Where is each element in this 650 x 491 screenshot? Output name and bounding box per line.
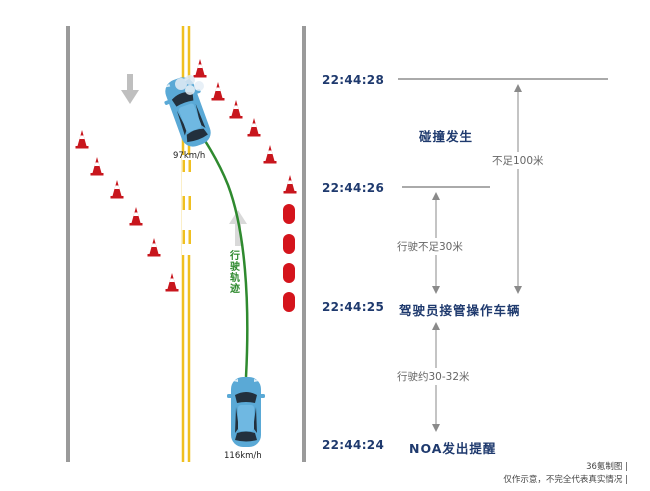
crash-burst-icon <box>175 75 204 95</box>
traffic-cone-icon <box>75 130 89 149</box>
traffic-cone-icon <box>110 180 124 199</box>
traffic-cone-icon <box>165 273 179 292</box>
disclaimer-label: 仅作示意，不完全代表真实情况 | <box>503 475 628 485</box>
time-label: 22:44:25 <box>322 300 385 314</box>
traffic-cone-icon <box>193 59 207 78</box>
distance-label: 不足100米 <box>492 152 544 169</box>
event-takeover: 驾驶员接管操作车辆 <box>399 303 521 318</box>
traffic-cone-icon <box>263 145 277 164</box>
event-collision: 碰撞发生 <box>419 129 474 144</box>
car-icon <box>227 377 265 447</box>
traffic-cone-icon <box>129 207 143 226</box>
distance-label: 行驶约30-32米 <box>397 368 470 385</box>
barrier-icon <box>283 292 295 312</box>
traffic-cone-icon <box>211 82 225 101</box>
time-label: 22:44:26 <box>322 181 385 195</box>
speed-label: 116km/h <box>224 451 262 461</box>
arrow-down-icon <box>121 74 139 104</box>
event-noa-alert: NOA发出提醒 <box>409 441 497 456</box>
barrier-icon <box>283 204 295 224</box>
traffic-cone-icon <box>147 238 161 257</box>
timeline-ticks <box>398 78 608 188</box>
trajectory-label: 行驶轨迹 <box>230 251 240 295</box>
cone-row-left <box>75 130 179 292</box>
speed-label: 97km/h <box>173 151 206 161</box>
barrier-icon <box>283 234 295 254</box>
time-label: 22:44:24 <box>322 438 385 452</box>
distance-label: 行驶不足30米 <box>397 238 463 255</box>
credit-label: 36氪制图 | <box>586 462 628 472</box>
measure-arrows <box>432 84 522 432</box>
time-label: 22:44:28 <box>322 73 385 87</box>
traffic-cone-icon <box>229 100 243 119</box>
traffic-cone-icon <box>247 118 261 137</box>
barrier-icon <box>283 263 295 283</box>
barrier-column <box>283 204 295 312</box>
traffic-cone-icon <box>90 157 104 176</box>
traffic-cone-icon <box>283 175 297 194</box>
trajectory-line <box>188 117 249 378</box>
